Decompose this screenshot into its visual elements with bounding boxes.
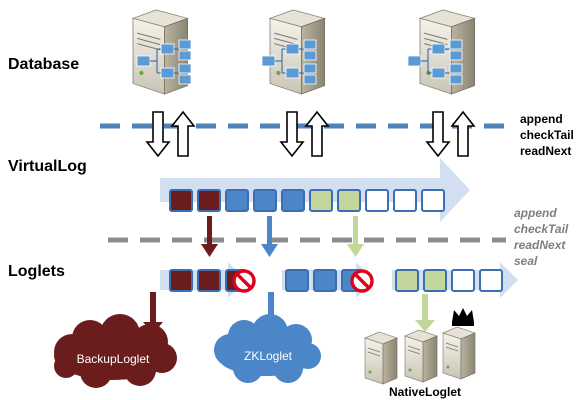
log-entry — [395, 269, 419, 292]
api-arrows-3 — [426, 111, 475, 157]
log-entry — [281, 189, 305, 212]
api-item-readnext: readNext — [520, 144, 571, 158]
server-icon — [442, 326, 476, 380]
api-item-readnext: readNext — [514, 238, 566, 252]
virtuallog-to-loglet-arrows — [201, 216, 364, 257]
log-entry — [169, 189, 193, 212]
native-loglet-servers — [364, 308, 476, 385]
arrow-to-backup — [201, 216, 218, 257]
api-arrows-2 — [280, 111, 329, 157]
log-entry — [225, 189, 249, 212]
virtuallog-label: VirtualLog — [8, 158, 87, 175]
database-api-list: append checkTail readNext — [520, 112, 574, 158]
api-item-checktail: checkTail — [514, 222, 569, 236]
log-entry — [309, 189, 333, 212]
zk-loglet-label: ZKLoglet — [244, 349, 293, 363]
database-label: Database — [8, 56, 79, 73]
api-item-checktail: checkTail — [520, 128, 574, 142]
arrow-to-native — [347, 216, 364, 257]
api-item-append: append — [520, 112, 563, 126]
log-entry — [451, 269, 475, 292]
up-arrow-icon — [305, 111, 329, 157]
log-entry — [197, 269, 221, 292]
server-icon — [364, 331, 398, 385]
log-entry — [337, 189, 361, 212]
backup-loglet-label: BackupLoglet — [77, 352, 150, 366]
zk-loglet-cloud: ZKLoglet — [214, 314, 321, 383]
log-entry — [253, 189, 277, 212]
log-entry — [479, 269, 503, 292]
zk-loglet — [282, 262, 374, 298]
log-entry — [365, 189, 389, 212]
native-loglet — [392, 262, 518, 298]
up-arrow-icon — [171, 111, 195, 157]
native-loglet-label: NativeLoglet — [389, 385, 461, 399]
down-arrow-icon — [426, 111, 450, 157]
sealed-icon — [350, 269, 374, 293]
loglet-api-list: append checkTail readNext seal — [514, 206, 569, 268]
backup-loglet — [160, 262, 256, 298]
up-arrow-icon — [451, 111, 475, 157]
arrow-to-zk — [261, 216, 278, 257]
log-entry — [313, 269, 337, 292]
sealed-icon — [232, 269, 256, 293]
backup-loglet-cloud: BackupLoglet — [54, 314, 177, 388]
down-arrow-icon — [146, 111, 170, 157]
log-entry — [393, 189, 417, 212]
log-entry — [197, 189, 221, 212]
api-item-append: append — [514, 206, 557, 220]
log-entry — [169, 269, 193, 292]
crown-icon — [452, 308, 474, 326]
down-arrow-icon — [280, 111, 304, 157]
database-server-3 — [407, 9, 476, 95]
virtuallog-log — [160, 158, 470, 222]
server-icon — [404, 329, 438, 383]
database-server-1 — [132, 9, 192, 95]
api-arrows-1 — [146, 111, 195, 157]
database-server-2 — [261, 9, 326, 95]
log-entry — [423, 269, 447, 292]
api-item-seal: seal — [514, 254, 538, 268]
log-entry — [421, 189, 445, 212]
loglets-label: Loglets — [8, 263, 65, 280]
log-entry — [285, 269, 309, 292]
